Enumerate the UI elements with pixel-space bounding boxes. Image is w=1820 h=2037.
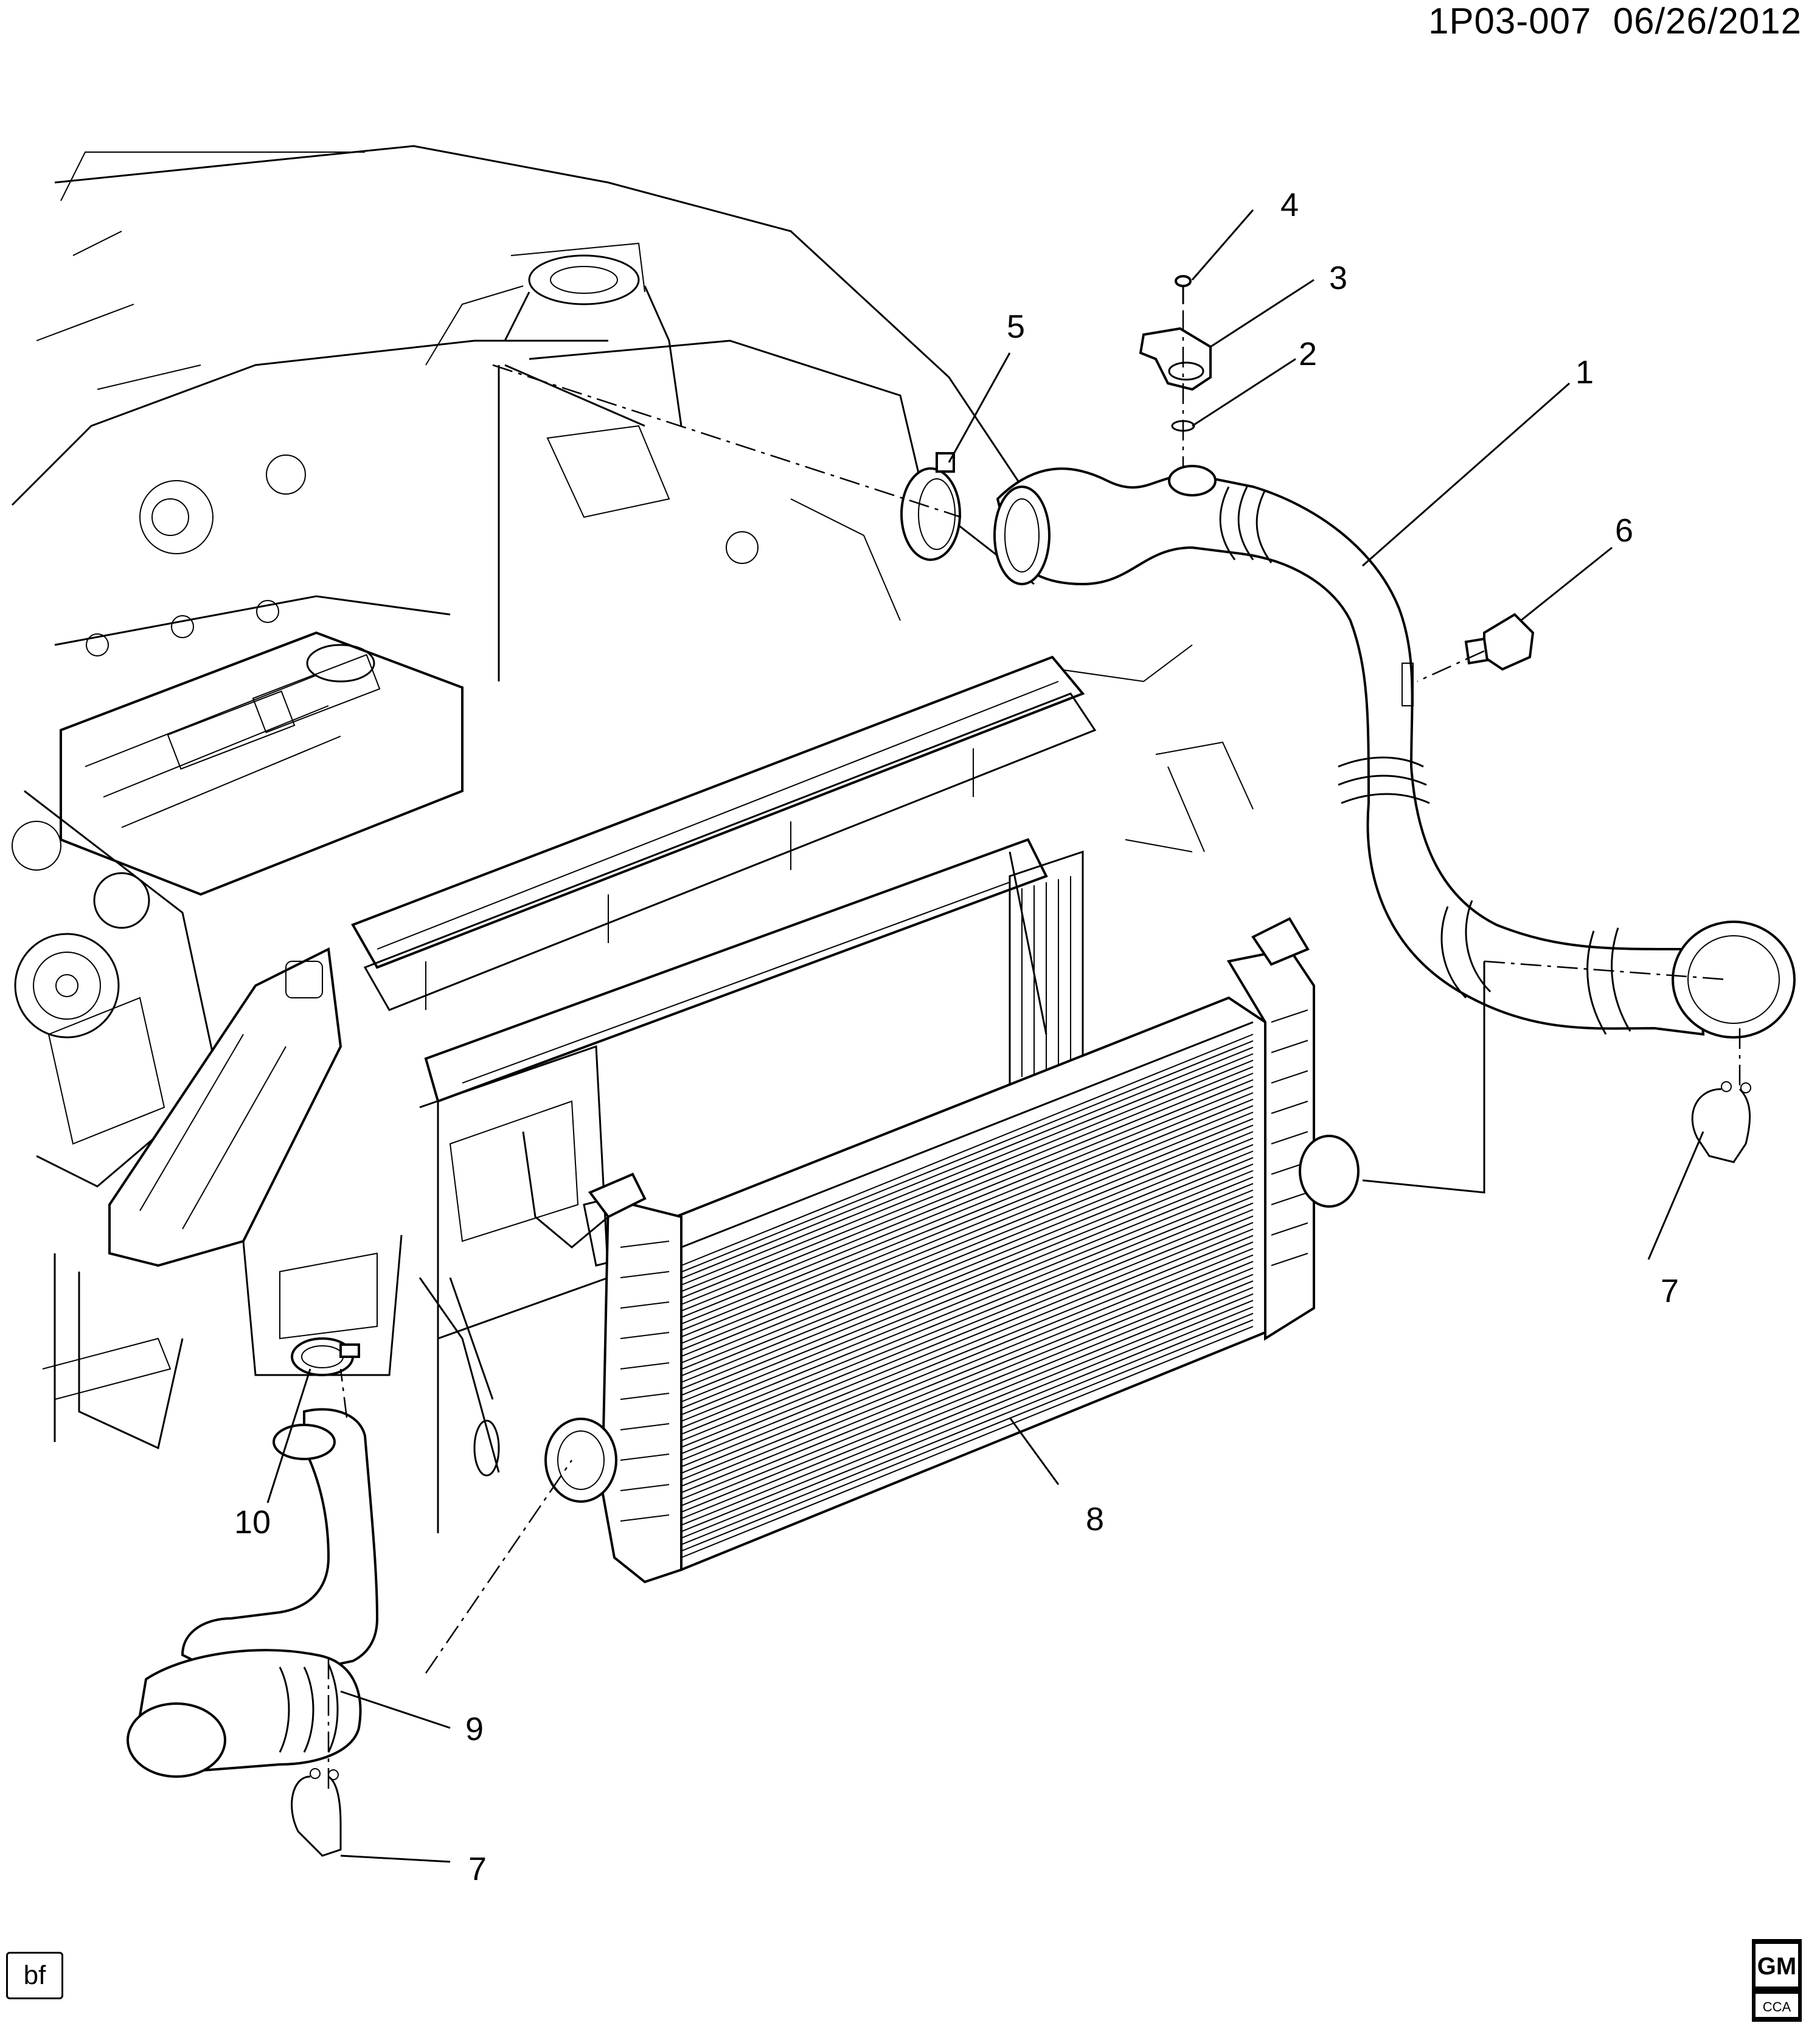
drafter-initials-box: bf (6, 1952, 63, 1999)
callout-3: 3 (1329, 260, 1347, 296)
part-6-clip (1464, 613, 1535, 671)
callout-2: 2 (1299, 336, 1317, 372)
part-7-retainer-lower (291, 1768, 342, 1857)
diagram-part-id: 1P03-007 (1428, 1, 1592, 41)
callout-4: 4 (1280, 187, 1299, 223)
callout-5: 5 (1007, 308, 1025, 345)
gm-logo: GM CCA (1752, 1939, 1802, 2022)
callout-labels: 1 2 3 4 5 6 7 7 8 9 10 (234, 187, 1679, 1887)
assembly-centerlines (327, 310, 1741, 1789)
callout-8: 8 (1086, 1501, 1104, 1537)
part-8-charge-air-cooler (544, 917, 1360, 1584)
gm-logo-text: GM (1757, 1953, 1796, 1980)
leader-lines (266, 209, 1704, 1863)
part-10-clamp (291, 1337, 360, 1376)
part-3-sensor (1139, 327, 1212, 391)
part-5-clamp (900, 452, 961, 561)
part-4-bolt (1175, 275, 1192, 304)
engine-bay-structure (11, 145, 1254, 1533)
callout-9: 9 (465, 1711, 484, 1747)
part-1-charge-air-outlet-pipe (993, 465, 1796, 1039)
callout-6: 6 (1615, 512, 1633, 549)
callout-7-upper: 7 (1661, 1273, 1679, 1309)
callout-10: 10 (234, 1504, 271, 1541)
part-7-retainer-upper (1691, 1081, 1751, 1163)
callout-1: 1 (1575, 354, 1594, 391)
callout-7-lower: 7 (468, 1851, 487, 1887)
part-9-charge-air-inlet-pipe (127, 1408, 379, 1778)
gm-logo-subtext: CCA (1763, 1999, 1791, 2014)
diagram-reference-header: 1P03-007 06/26/2012 (1428, 0, 1802, 42)
diagram-date: 06/26/2012 (1613, 1, 1802, 41)
